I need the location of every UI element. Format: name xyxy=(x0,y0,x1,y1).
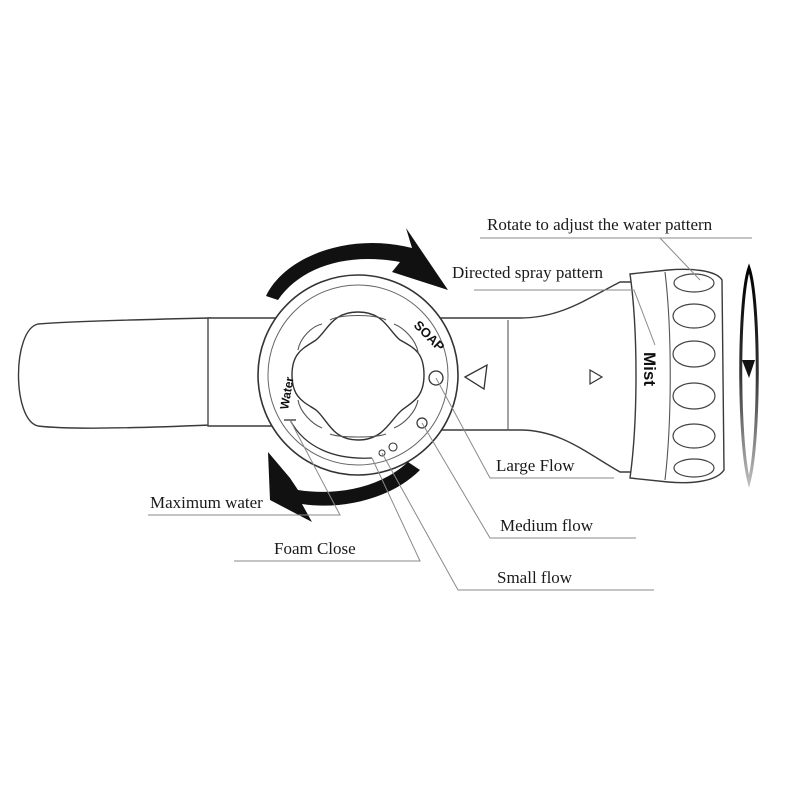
leader-foam-close xyxy=(234,457,421,562)
pattern-ring-grip xyxy=(672,423,716,449)
callout-maximum-water: Maximum water xyxy=(150,493,263,512)
water-range-bracket xyxy=(289,419,373,459)
callout-large-flow: Large Flow xyxy=(496,456,575,475)
leader-directed xyxy=(474,289,656,346)
pattern-ring-grip xyxy=(672,382,716,410)
water-label: Water xyxy=(277,375,297,410)
callout-foam-close: Foam Close xyxy=(274,539,356,558)
leader-medium-flow xyxy=(421,422,636,539)
dial-knob[interactable] xyxy=(291,311,425,441)
medium-flow-detent xyxy=(388,442,398,452)
pattern-rotate-arrow-icon xyxy=(739,263,759,488)
pattern-ring-grip xyxy=(672,303,716,329)
callout-directed: Directed spray pattern xyxy=(452,263,604,282)
pattern-ring[interactable]: Mist xyxy=(629,268,725,484)
nozzle-front-body xyxy=(429,281,651,473)
rotate-arrow-top-icon xyxy=(266,228,448,300)
leader-small-flow xyxy=(381,452,654,591)
callout-medium-flow: Medium flow xyxy=(500,516,594,535)
dial-pointer-icon xyxy=(463,363,488,391)
flow-dial[interactable]: SOAP Water xyxy=(257,274,459,476)
rotate-arrow-bottom-icon xyxy=(268,452,420,522)
nozzle-handle xyxy=(17,317,211,429)
front-pointer-icon xyxy=(589,368,604,386)
callout-small-flow: Small flow xyxy=(497,568,573,587)
pattern-rotate-arrowhead-icon xyxy=(742,360,755,378)
pattern-ring-grip xyxy=(672,340,716,368)
leader-rotate-ring xyxy=(659,237,701,281)
mist-label: Mist xyxy=(640,352,659,386)
leader-large-flow xyxy=(435,377,614,479)
pattern-ring-grip xyxy=(673,458,715,478)
callout-rotate: Rotate to adjust the water pattern xyxy=(487,215,713,234)
leader-maximum-water xyxy=(148,419,341,516)
